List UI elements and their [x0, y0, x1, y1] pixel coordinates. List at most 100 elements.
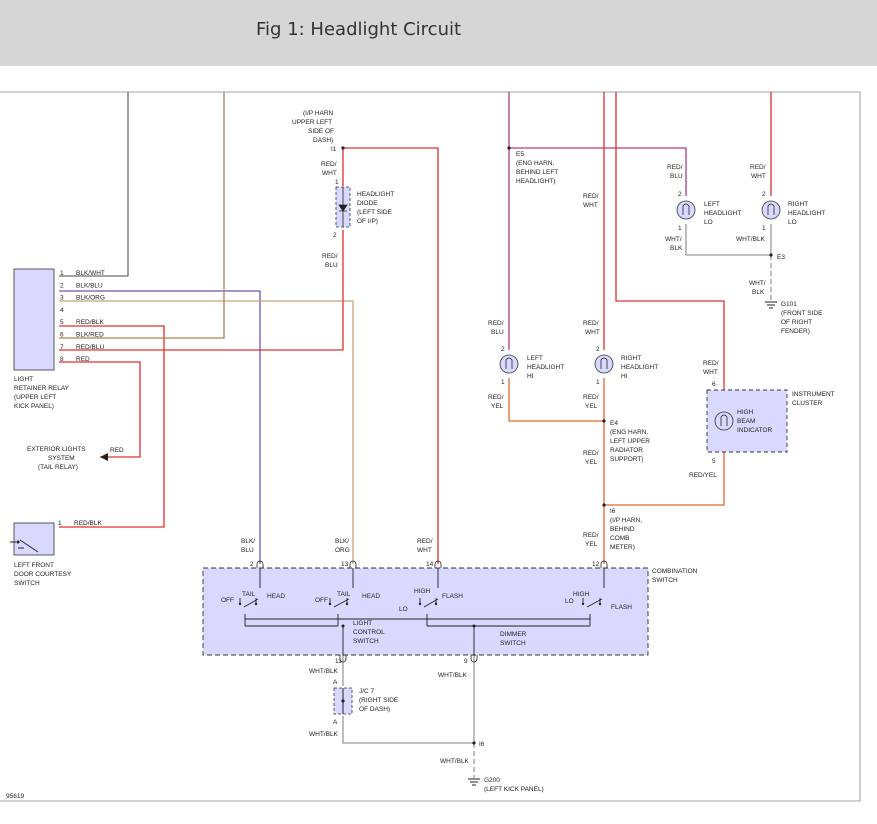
i6-upper-desc-3: COMB: [610, 535, 630, 542]
left-headlight-hi: RED/ BLU 2 LEFT HEADLIGHT HI 1 RED/ YEL: [488, 320, 564, 410]
exterior-name-1: EXTERIOR LIGHTS: [27, 446, 86, 453]
relay-pin-wire: BLK/WHT: [76, 270, 105, 277]
jc7-pin-top: A: [333, 679, 338, 686]
right-lo-name-3: LO: [788, 219, 797, 226]
title-bar: Fig 1: Headlight Circuit: [0, 0, 877, 66]
i6-left-wire-2: YEL: [585, 541, 598, 548]
right-headlight-lo: RED/ WHT 2 RIGHT HEADLIGHT LO 1 WHT/BLK: [736, 164, 825, 243]
diode-wire-out-2: BLU: [325, 262, 338, 269]
relay-name-4: KICK PANEL): [14, 403, 54, 410]
left-lo-name-3: LO: [704, 219, 713, 226]
pin2-wire-1: BLK/: [241, 538, 255, 545]
pin13-wire-1: BLK/: [335, 538, 349, 545]
wire-blk-red: [59, 92, 225, 339]
left-lo-pin-in: 2: [678, 191, 682, 198]
diode-icon: [338, 187, 348, 227]
wire-left-hi-out: [508, 378, 604, 422]
wire-blk-wht: [59, 92, 129, 277]
left-hi-name-3: HI: [527, 373, 534, 380]
pin14-wire-2: WHT: [417, 547, 432, 554]
g101-ground-icon: [765, 301, 777, 309]
right-hi-wire-in-2: WHT: [585, 329, 600, 336]
jc7-wire-bot: WHT/BLK: [309, 731, 339, 738]
diode-loc-2: UPPER LEFT: [292, 119, 332, 126]
pin14-wire-1: RED/: [417, 538, 433, 545]
cluster-pin-out: 5: [712, 458, 716, 465]
cluster-wire-out: RED/YEL: [689, 472, 717, 479]
pin13-num: 13: [341, 561, 349, 568]
left-lo-name-1: LEFT: [704, 201, 720, 208]
i6-lower-wire: WHT/BLK: [440, 758, 470, 765]
comb-name-1: COMBINATION: [652, 568, 698, 575]
dim-high-1: HIGH: [414, 588, 431, 595]
left-hi-wire-in-2: BLU: [491, 329, 504, 336]
right-hi-name-3: HI: [621, 373, 628, 380]
lc-head-2: HEAD: [362, 593, 380, 600]
left-lo-wire-out-2: BLK: [670, 245, 683, 252]
right-lo-pin-in: 2: [762, 191, 766, 198]
g200-id: G200: [484, 777, 500, 784]
e4-desc-3: RADIATOR: [610, 447, 643, 454]
diode-name-1: HEADLIGHT: [357, 191, 394, 198]
lc-tail-2: TAIL: [337, 591, 351, 598]
exterior-lights-system: EXTERIOR LIGHTS SYSTEM (TAIL RELAY) RED: [27, 446, 124, 471]
relay-pin-num: 4: [60, 307, 64, 314]
relay-pin-num: 8: [60, 356, 64, 363]
e4-desc-2: LEFT UPPER: [610, 438, 650, 445]
left-lo-pin-out: 1: [678, 225, 682, 232]
pin13-wire-2: ORG: [335, 547, 350, 554]
e5-desc-1: (ENG HARN,: [516, 160, 554, 167]
cluster-pin-in: 6: [712, 381, 716, 388]
diode-wire-in-1: RED/: [321, 161, 337, 168]
jc7-name-2: (RIGHT SIDE: [359, 697, 399, 704]
combination-switch: COMBINATION SWITCH BLK/ BLU 2 BLK/ ORG 1…: [202, 538, 698, 665]
exterior-wire: RED: [110, 447, 124, 454]
red-wht-mid-1: RED/: [583, 193, 599, 200]
e5-desc-3: HEADLIGHT): [516, 178, 555, 185]
right-lo-name-2: HEADLIGHT: [788, 210, 825, 217]
diode-wire-in-2: WHT: [322, 170, 337, 177]
diode-pin-out: 2: [333, 232, 337, 239]
wire-red-wht-cluster: [615, 92, 725, 392]
e5-desc-2: BEHIND LEFT: [516, 169, 558, 176]
wire-red-blu-left-lo: [509, 147, 687, 196]
right-lo-name-1: RIGHT: [788, 201, 808, 208]
left-hi-pin-in: 2: [501, 346, 505, 353]
lc-off-2: OFF: [315, 597, 328, 604]
wire-blk-blu: [59, 290, 261, 564]
left-hi-pin-out: 1: [501, 379, 505, 386]
g101-desc-1: (FRONT SIDE: [781, 310, 823, 317]
wire-red-blu-relay: [59, 230, 344, 351]
jc7-name-3: OF DASH): [359, 706, 390, 713]
wiring-diagram: 95619: [0, 66, 877, 819]
pin11-num: 11: [335, 658, 342, 665]
diode-connector: I1: [331, 146, 337, 153]
relay-pin-num: 3: [60, 295, 64, 302]
splice-e5: E5 (ENG HARN, BEHIND LEFT HEADLIGHT): [507, 146, 558, 185]
wire-red-wht-14: [343, 147, 439, 564]
diode-name-2: DIODE: [357, 200, 378, 207]
door-name-2: DOOR COURTESY: [14, 571, 72, 578]
pin9-num: 9: [464, 658, 468, 665]
switch-icon: [10, 539, 39, 553]
cluster-inner-3: INDICATOR: [737, 427, 772, 434]
right-lo-bulb-icon: [761, 200, 781, 220]
e3-id: E3: [777, 254, 785, 261]
relay-pin-wire: BLK/BLU: [76, 282, 103, 289]
wire-jc7-i6: [342, 716, 474, 744]
left-lo-wire-in-1: RED/: [667, 164, 683, 171]
comb-name-2: SWITCH: [652, 577, 678, 584]
right-hi-name-1: RIGHT: [621, 355, 641, 362]
right-headlight-hi: RED/ WHT 2 RIGHT HEADLIGHT HI 1 RED/ YEL: [583, 320, 658, 410]
cluster-name-1: INSTRUMENT: [792, 391, 835, 398]
relay-pin-wire: BLK/RED: [76, 332, 104, 339]
door-pin: 1: [58, 520, 62, 527]
left-hi-name-2: HEADLIGHT: [527, 364, 564, 371]
wire-lo-ground: [685, 224, 772, 256]
relay-box: [13, 268, 55, 371]
left-lo-wire-out-1: WHT/: [665, 236, 682, 243]
i6-upper-desc-2: BEHIND: [610, 526, 635, 533]
g101-id: G101: [781, 301, 797, 308]
e4-desc-4: SUPPORT): [610, 456, 643, 463]
